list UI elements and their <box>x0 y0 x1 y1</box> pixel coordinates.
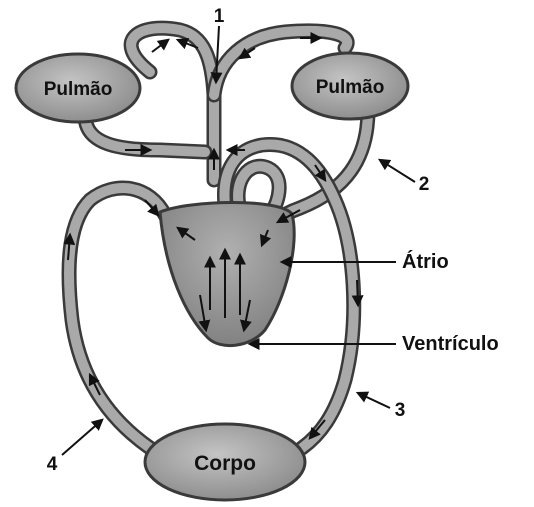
callout-4: 4 <box>47 454 58 475</box>
body-label: Corpo <box>194 452 256 475</box>
flow-arrow <box>357 280 358 305</box>
callout-3-pointer <box>358 393 390 408</box>
callout-2: 2 <box>419 174 430 195</box>
body-organ: Corpo <box>145 424 305 500</box>
callout-2-pointer <box>380 160 415 182</box>
callout-3: 3 <box>395 400 406 421</box>
heart <box>160 203 294 346</box>
callout-1: 1 <box>214 6 225 27</box>
lung-right: Pulmão <box>292 53 408 119</box>
flow-arrow <box>152 40 168 52</box>
lung-left: Pulmão <box>16 54 140 122</box>
lung-left-label: Pulmão <box>44 79 113 100</box>
lung-right-label: Pulmão <box>316 77 385 98</box>
callout-4-pointer <box>62 420 102 455</box>
callout-atrium: Átrio <box>402 250 449 273</box>
vena-cava-from-body <box>69 188 165 448</box>
callout-ventricle: Ventrículo <box>402 333 499 355</box>
